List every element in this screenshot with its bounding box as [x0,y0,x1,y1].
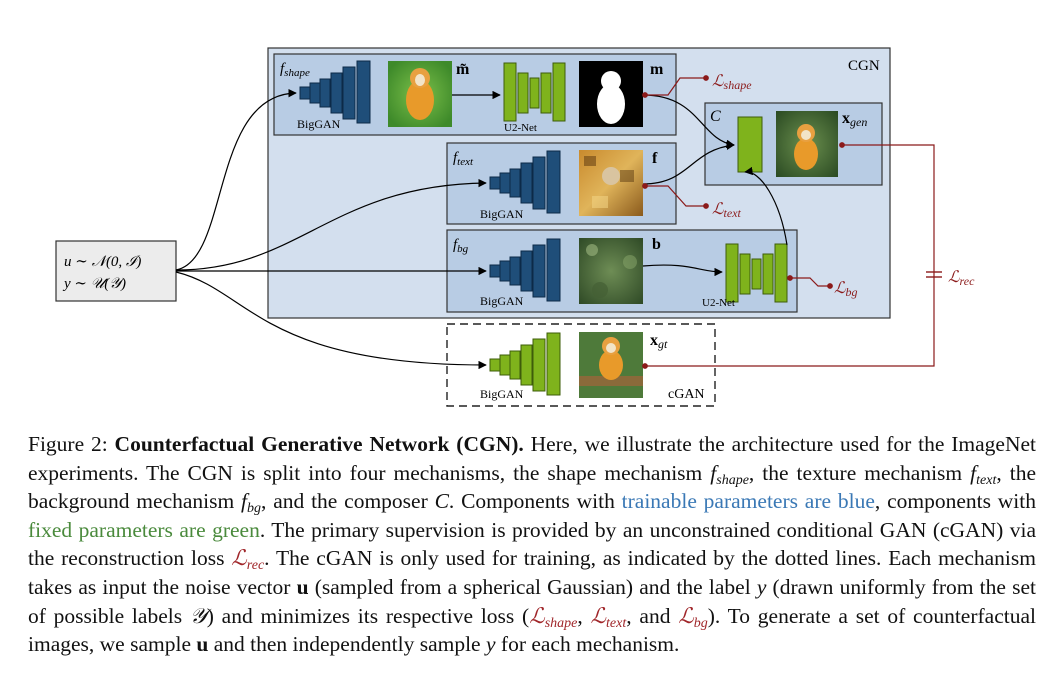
caption-text-6: , components with [874,489,1036,514]
f-out-label: f [652,150,658,167]
caption-text-14: ). To generate a set of counterfactual i… [28,603,1036,657]
input-line2: y ∼ 𝒰(𝒴) [62,276,126,292]
caption-l-shape-sub: shape [544,615,578,631]
mask-image [579,61,643,127]
tilde-m-label: m̃ [456,61,470,78]
caption-blue-text: trainable parameters are blue [621,489,875,514]
caption-text-11: ) and minimizes its respective loss ( [206,603,530,628]
cgan-label: cGAN [668,387,705,402]
caption-u-2: u [196,632,209,657]
m-label: m [650,61,664,78]
caption-text-8: . The cGAN is only used for training, as… [28,546,1036,599]
caption-Y: 𝒴 [189,603,207,628]
figure-caption: Figure 2: Counterfactual Generative Netw… [28,430,1036,659]
caption-l-shape: ℒ [529,603,545,628]
loss-rec-line [642,142,935,369]
caption-text-2: , the texture mechanism [748,460,971,485]
caption-text-12: , [577,603,591,628]
biggan-bg-generator [489,238,561,302]
caption-f-text: f [970,460,977,485]
caption-l-text-sub: text [606,615,627,631]
f-text-label: ftext [453,150,474,168]
biggan-text-generator [489,150,561,214]
b-label: b [652,236,661,253]
caption-l-bg-sub: bg [693,615,708,631]
caption-l-rec-sub: rec [246,558,265,574]
loss-shape-label: ℒshape [712,73,752,92]
caption-l-text: ℒ [590,603,607,628]
caption-green-text: fixed parameters are green [28,517,260,542]
caption-u-1: u [296,574,309,599]
caption-f-text-sub: text [976,472,997,488]
biggan-bg-label: BigGAN [480,294,524,308]
texture-image [579,150,643,216]
caption-y-1: y [756,574,767,599]
cgn-architecture-diagram: CGN fshape BigGAN m̃ U2-Net m ftext [55,47,975,407]
caption-f-bg-sub: bg [247,501,262,517]
biggan-cgan-label: BigGAN [480,387,524,401]
biggan-text-label: BigGAN [480,207,524,221]
caption-title: Counterfactual Generative Network (CGN). [114,432,524,456]
u2net-bg-label: U2-Net [702,297,735,309]
generated-image [776,111,838,177]
caption-text-1: Here, we illustrate the architecture use… [28,432,1036,485]
caption-label: Figure 2: [28,432,108,456]
composer-layer [737,116,763,173]
biggan-cgan-generator [489,332,561,396]
caption-l-bg: ℒ [678,603,694,628]
caption-f-bg: f [241,489,248,514]
caption-text-4: , and the composer [261,489,435,514]
f-shape-label: fshape [280,61,310,79]
u2net-shape-label: U2-Net [504,122,537,134]
caption-text-7: . The primary supervision is provided by… [28,517,1036,571]
arrow-input-to-text [175,178,487,271]
arrow-input-to-cgan [175,271,487,370]
caption-text-16: for each mechanism. [495,632,680,657]
ground-truth-image [579,332,643,398]
caption-text-15: and then independently sample [208,632,486,657]
f-bg-label: fbg [453,237,469,255]
caption-text-3: , the background mechanism [28,460,1036,514]
monkey-mask-image-shape [388,61,452,127]
cgan-box [446,323,716,407]
loss-rec-label: ℒrec [948,269,975,288]
caption-text-13: , and [626,603,679,628]
arrow-input-to-shape [175,88,297,271]
caption-text-9: (sampled from a spherical Gaussian) and … [308,574,757,599]
composer-label: C [710,108,721,125]
caption-f-shape: f [710,460,717,485]
biggan-shape-label: BigGAN [297,117,341,131]
caption-composer: C [434,489,449,514]
biggan-shape-generator [299,60,371,124]
loss-shape-line [642,75,709,98]
input-line1: u ∼ 𝒩(0, ℐ) [64,254,141,270]
x-gt-label: xgt [650,332,668,351]
u2net-shape [503,62,566,122]
caption-y-2: y [485,632,496,657]
caption-l-rec: ℒ [231,546,247,571]
caption-text-10: (drawn uniformly from the set of possibl… [28,574,1036,628]
x-gen-label: xgen [842,110,867,129]
cgn-label: CGN [848,58,880,74]
background-image [579,238,643,304]
caption-text-5: . Components with [448,489,622,514]
input-box [55,240,177,302]
caption-f-shape-sub: shape [716,472,749,488]
